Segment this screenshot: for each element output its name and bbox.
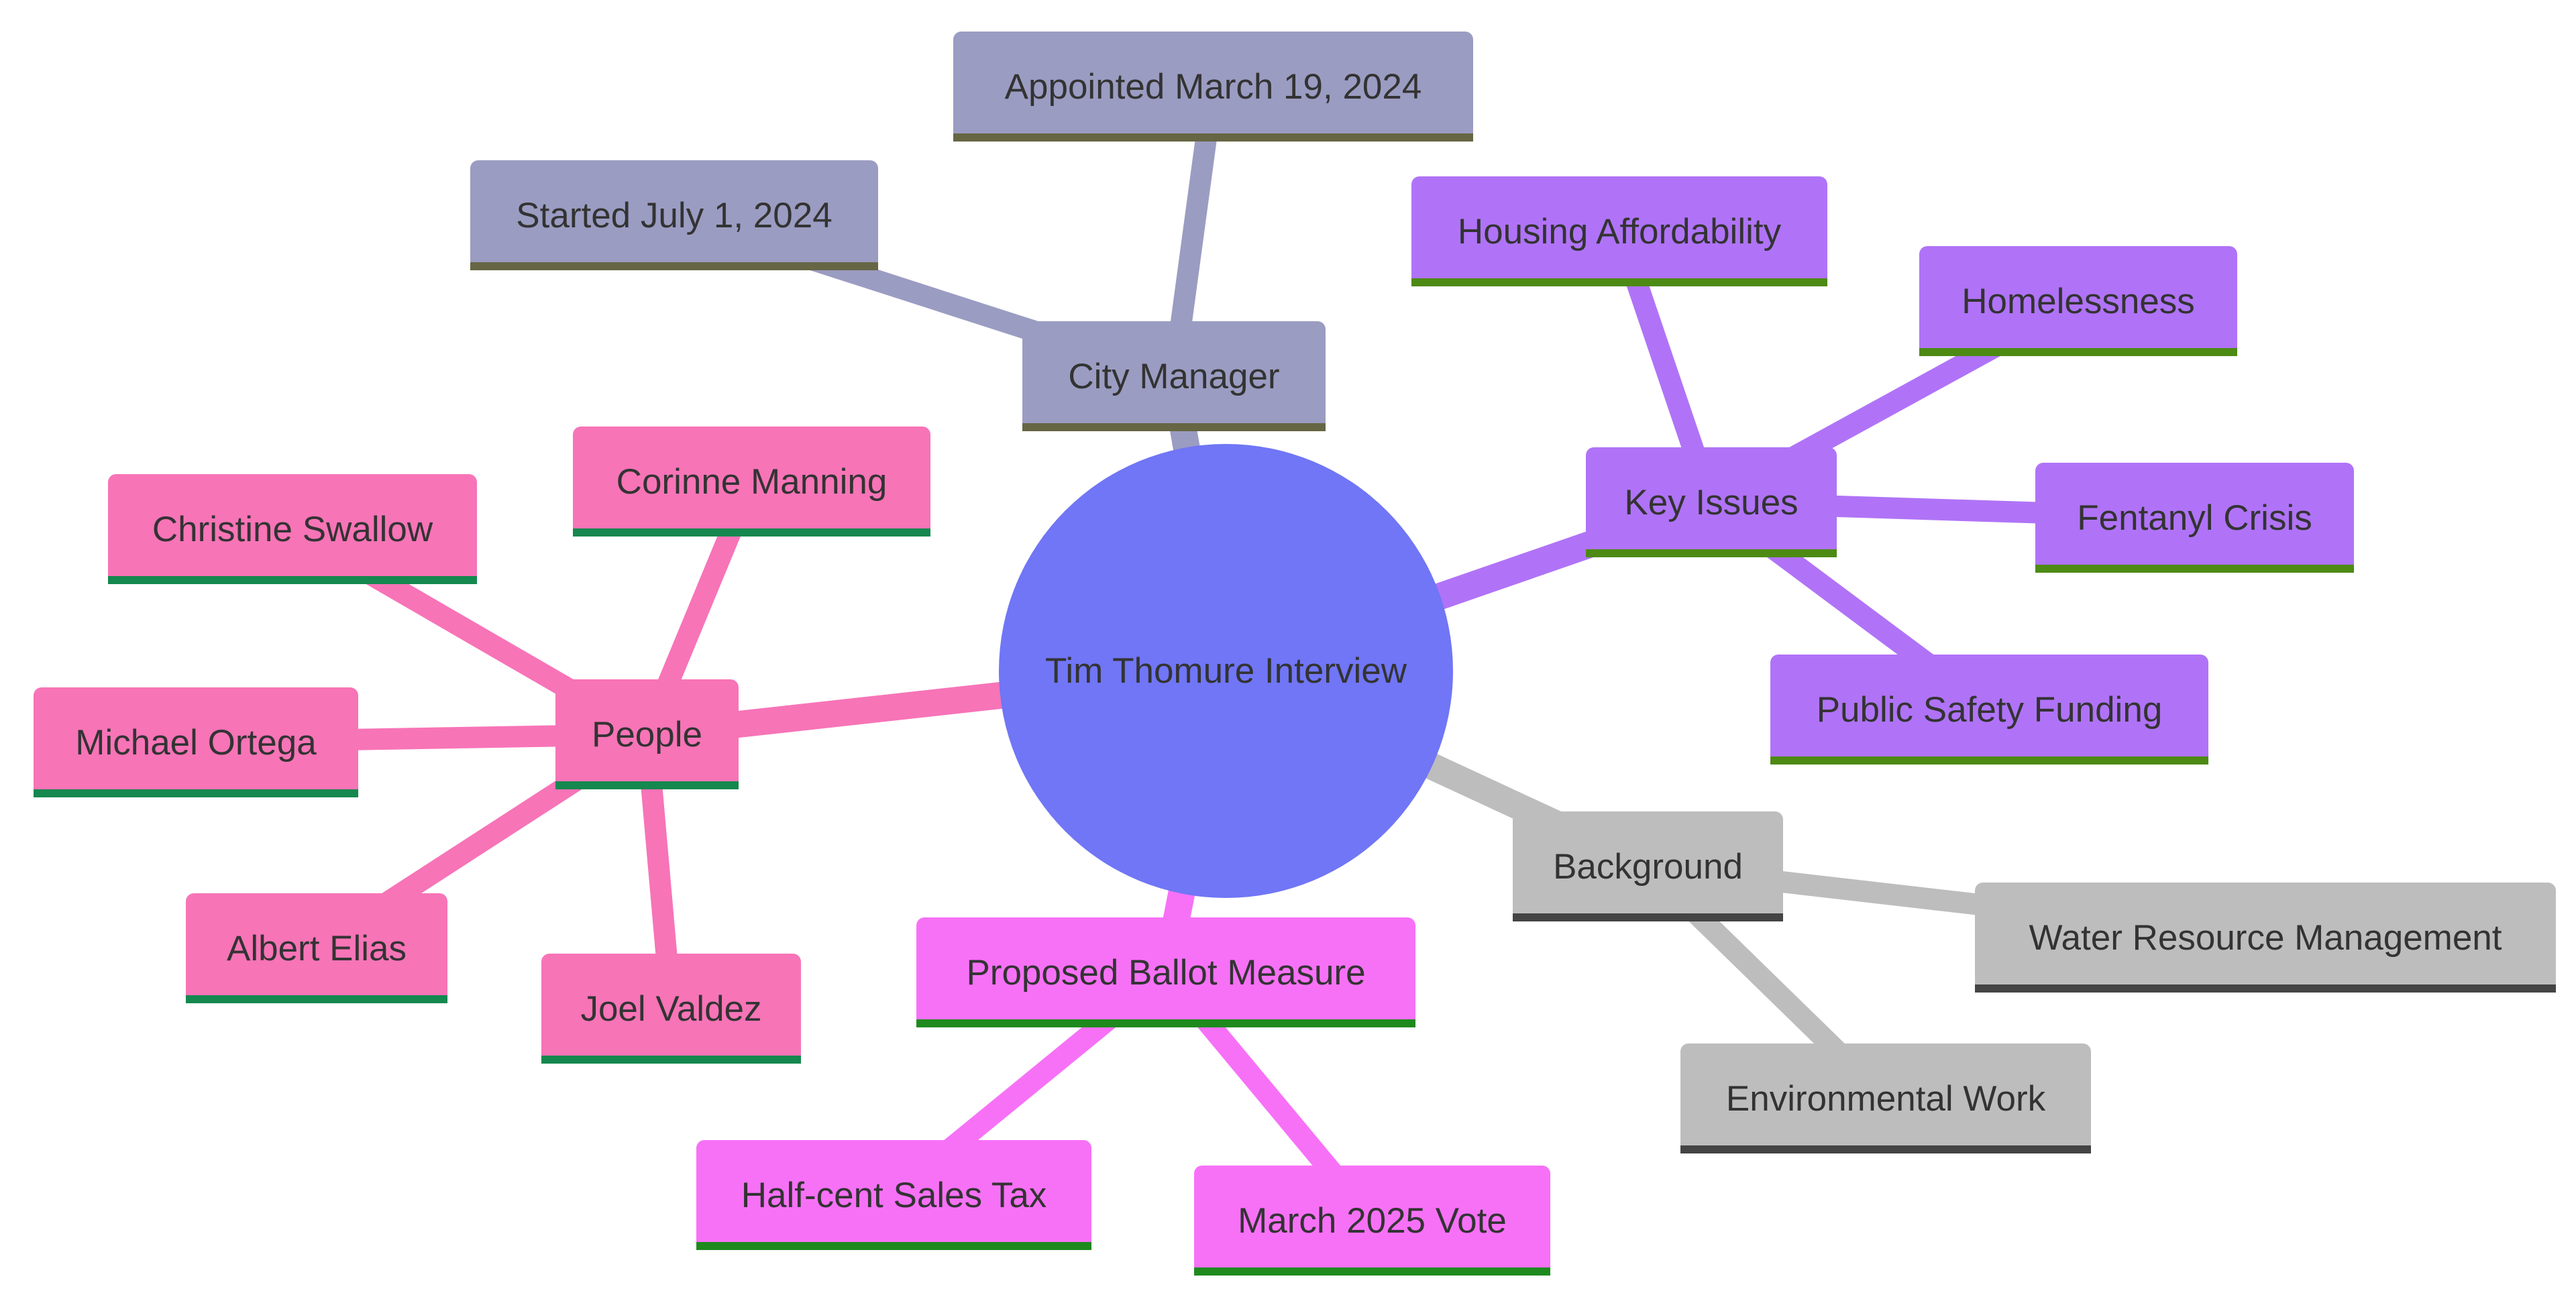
branch-proposed-ballot-measure[interactable]: Proposed Ballot Measure	[916, 917, 1415, 1027]
leaf-michael-ortega[interactable]: Michael Ortega	[34, 687, 358, 797]
leaf-label: Corinne Manning	[616, 461, 888, 502]
leaf-label: Michael Ortega	[75, 722, 317, 763]
leaf-fentanyl-crisis[interactable]: Fentanyl Crisis	[2035, 463, 2354, 573]
leaf-label: Appointed March 19, 2024	[1004, 66, 1422, 107]
leaf-label: Albert Elias	[226, 928, 407, 968]
leaf-half-cent-sales-tax[interactable]: Half-cent Sales Tax	[696, 1140, 1091, 1250]
leaf-christine-swallow[interactable]: Christine Swallow	[108, 474, 477, 584]
leaf-label: Public Safety Funding	[1816, 689, 2163, 730]
leaf-environmental-work[interactable]: Environmental Work	[1680, 1043, 2091, 1153]
branch-label: City Manager	[1068, 356, 1280, 396]
leaf-label: Fentanyl Crisis	[2077, 498, 2312, 538]
leaf-label: Homelessness	[1962, 281, 2195, 321]
leaf-label: Housing Affordability	[1457, 211, 1782, 251]
leaf-appointed[interactable]: Appointed March 19, 2024	[953, 32, 1473, 142]
branch-label: Proposed Ballot Measure	[966, 952, 1366, 993]
leaf-housing-affordability[interactable]: Housing Affordability	[1411, 176, 1827, 286]
leaf-started[interactable]: Started July 1, 2024	[470, 160, 878, 270]
leaf-march-2025-vote[interactable]: March 2025 Vote	[1194, 1166, 1550, 1276]
leaf-public-safety-funding[interactable]: Public Safety Funding	[1770, 655, 2208, 765]
leaf-label: Environmental Work	[1725, 1078, 2046, 1119]
leaf-label: Water Resource Management	[2029, 917, 2502, 958]
leaf-label: March 2025 Vote	[1238, 1200, 1507, 1241]
leaf-label: Joel Valdez	[580, 989, 762, 1029]
leaf-corinne-manning[interactable]: Corinne Manning	[573, 427, 930, 536]
branch-label: Key Issues	[1624, 482, 1799, 522]
leaf-water-resource-management[interactable]: Water Resource Management	[1975, 883, 2556, 993]
branch-city-manager[interactable]: City Manager	[1022, 321, 1326, 431]
branch-label: People	[591, 714, 703, 754]
leaf-label: Christine Swallow	[152, 509, 433, 549]
branch-label: Background	[1553, 846, 1743, 887]
leaf-homelessness[interactable]: Homelessness	[1919, 246, 2237, 356]
root-node[interactable]: Tim Thomure Interview	[999, 444, 1453, 898]
branch-background[interactable]: Background	[1513, 811, 1783, 921]
leaf-label: Half-cent Sales Tax	[741, 1175, 1047, 1215]
root-label: Tim Thomure Interview	[1045, 651, 1407, 691]
branch-people[interactable]: People	[555, 679, 739, 789]
leaf-albert-elias[interactable]: Albert Elias	[186, 893, 447, 1003]
branch-key-issues[interactable]: Key Issues	[1586, 447, 1837, 557]
leaf-label: Started July 1, 2024	[516, 195, 833, 235]
leaf-joel-valdez[interactable]: Joel Valdez	[541, 954, 801, 1064]
